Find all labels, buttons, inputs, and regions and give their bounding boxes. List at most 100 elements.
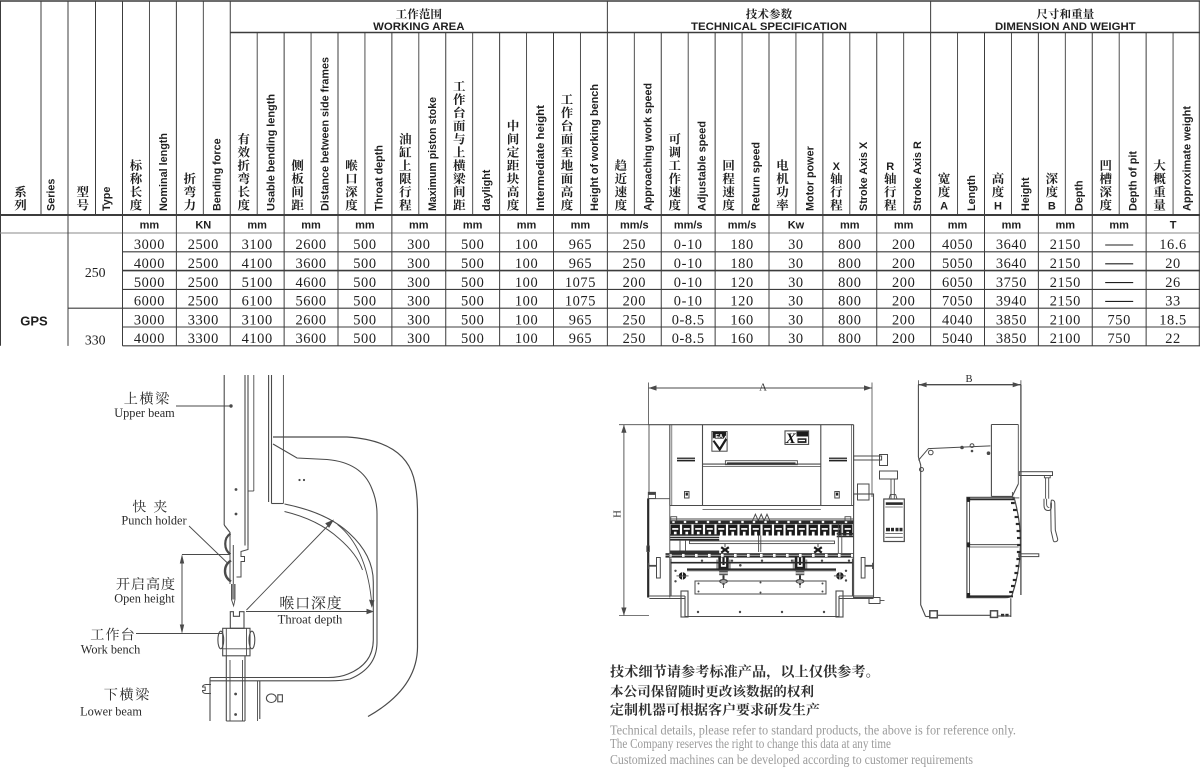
svg-text:3100: 3100 <box>242 237 273 253</box>
svg-text:Height: Height <box>1020 177 1032 211</box>
svg-text:Series: Series <box>45 179 57 211</box>
svg-text:Maximum piston stoke: Maximum piston stoke <box>427 97 439 211</box>
svg-text:300: 300 <box>407 331 430 347</box>
svg-text:Kw: Kw <box>788 220 805 232</box>
svg-text:500: 500 <box>461 294 484 310</box>
svg-text:mm: mm <box>1002 220 1022 232</box>
svg-text:16.6: 16.6 <box>1159 237 1187 253</box>
svg-text:GPS: GPS <box>20 314 48 329</box>
svg-text:4600: 4600 <box>295 275 326 291</box>
svg-text:800: 800 <box>838 312 861 328</box>
svg-text:Nominal length: Nominal length <box>158 133 170 211</box>
svg-text:200: 200 <box>892 294 915 310</box>
svg-text:4040: 4040 <box>942 312 973 328</box>
svg-text:500: 500 <box>461 331 484 347</box>
svg-text:A: A <box>940 201 948 213</box>
svg-text:100: 100 <box>515 331 538 347</box>
svg-text:2150: 2150 <box>1050 275 1081 291</box>
svg-text:2600: 2600 <box>295 237 326 253</box>
svg-text:4000: 4000 <box>134 256 165 272</box>
svg-text:300: 300 <box>407 312 430 328</box>
svg-text:Work bench: Work bench <box>81 643 140 657</box>
svg-text:Length: Length <box>966 175 978 211</box>
svg-text:200: 200 <box>892 312 915 328</box>
svg-text:3940: 3940 <box>996 294 1027 310</box>
svg-text:2100: 2100 <box>1050 312 1081 328</box>
svg-text:4100: 4100 <box>242 331 273 347</box>
svg-text:3640: 3640 <box>996 237 1027 253</box>
svg-text:200: 200 <box>892 331 915 347</box>
svg-text:300: 300 <box>407 294 430 310</box>
svg-text:mm: mm <box>409 220 429 232</box>
svg-text:965: 965 <box>569 312 592 328</box>
svg-text:mm/s: mm/s <box>674 220 703 232</box>
svg-text:250: 250 <box>623 331 646 347</box>
svg-text:mm: mm <box>571 220 591 232</box>
svg-text:100: 100 <box>515 237 538 253</box>
svg-text:Height of working bench: Height of working bench <box>589 84 601 211</box>
svg-text:R: R <box>886 161 894 173</box>
svg-text:Stroke Axis X: Stroke Axis X <box>858 141 870 211</box>
svg-text:Depth: Depth <box>1074 180 1086 211</box>
svg-text:Customized machines can be dev: Customized machines can be developed acc… <box>610 752 973 767</box>
svg-text:800: 800 <box>838 237 861 253</box>
svg-text:Throat depth: Throat depth <box>278 613 343 627</box>
svg-text:Distance between side frames: Distance between side frames <box>319 57 331 211</box>
svg-text:mm: mm <box>948 220 968 232</box>
svg-text:5050: 5050 <box>942 256 973 272</box>
svg-text:7050: 7050 <box>942 294 973 310</box>
svg-text:800: 800 <box>838 256 861 272</box>
svg-text:500: 500 <box>353 256 376 272</box>
svg-text:H: H <box>994 201 1002 213</box>
svg-text:mm: mm <box>517 220 537 232</box>
svg-text:X: X <box>833 161 841 173</box>
svg-text:2500: 2500 <box>188 294 219 310</box>
svg-text:3000: 3000 <box>134 237 165 253</box>
svg-text:30: 30 <box>788 331 804 347</box>
svg-text:3300: 3300 <box>188 312 219 328</box>
svg-text:Approaching work speed: Approaching work speed <box>643 83 655 211</box>
svg-text:500: 500 <box>353 312 376 328</box>
svg-text:mm: mm <box>463 220 483 232</box>
svg-text:800: 800 <box>838 275 861 291</box>
svg-text:965: 965 <box>569 237 592 253</box>
svg-text:250: 250 <box>623 237 646 253</box>
svg-text:0-10: 0-10 <box>674 294 703 310</box>
svg-text:2500: 2500 <box>188 256 219 272</box>
svg-text:T: T <box>1170 220 1177 232</box>
svg-text:Stroke Axis R: Stroke Axis R <box>912 141 924 211</box>
svg-text:500: 500 <box>461 237 484 253</box>
svg-text:mm/s: mm/s <box>728 220 757 232</box>
svg-text:18.5: 18.5 <box>1159 312 1187 328</box>
svg-text:800: 800 <box>838 294 861 310</box>
svg-text:30: 30 <box>788 275 804 291</box>
svg-text:3600: 3600 <box>295 331 326 347</box>
svg-text:500: 500 <box>461 256 484 272</box>
svg-text:3600: 3600 <box>295 256 326 272</box>
svg-text:500: 500 <box>461 275 484 291</box>
svg-text:mm: mm <box>1056 220 1076 232</box>
svg-text:B: B <box>965 374 972 385</box>
svg-text:Adjustable speed: Adjustable speed <box>697 121 709 211</box>
svg-text:22: 22 <box>1165 331 1181 347</box>
svg-text:3100: 3100 <box>242 312 273 328</box>
svg-text:100: 100 <box>515 312 538 328</box>
svg-text:EA: EA <box>715 434 723 440</box>
svg-text:Intermediate height: Intermediate height <box>535 105 547 211</box>
svg-text:3000: 3000 <box>134 312 165 328</box>
svg-text:4050: 4050 <box>942 237 973 253</box>
svg-text:200: 200 <box>623 275 646 291</box>
svg-text:Type: Type <box>101 187 113 211</box>
svg-text:250: 250 <box>623 256 646 272</box>
svg-text:WORKING AREA: WORKING AREA <box>373 21 464 33</box>
svg-text:5600: 5600 <box>295 294 326 310</box>
svg-text:0-10: 0-10 <box>674 275 703 291</box>
svg-text:0-10: 0-10 <box>674 237 703 253</box>
svg-text:Return speed: Return speed <box>750 142 762 211</box>
svg-text:2600: 2600 <box>295 312 326 328</box>
svg-text:5040: 5040 <box>942 331 973 347</box>
svg-text:30: 30 <box>788 256 804 272</box>
svg-text:5000: 5000 <box>134 275 165 291</box>
svg-text:Technical details, please refe: Technical details, please refer to stand… <box>610 723 1016 738</box>
svg-text:250: 250 <box>85 265 106 280</box>
